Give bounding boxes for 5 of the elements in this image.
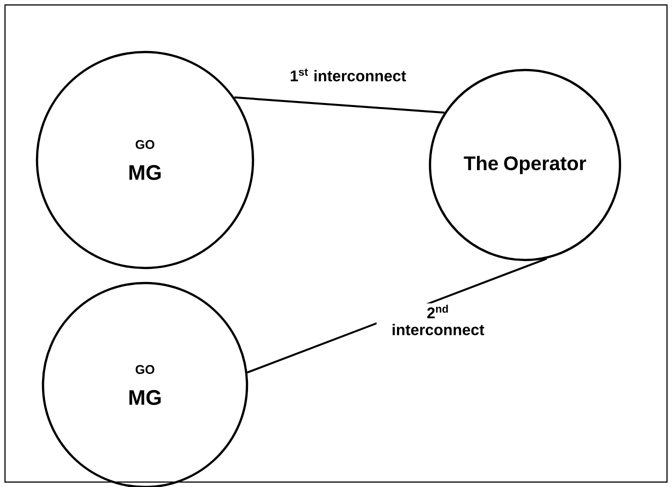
connector-line [234, 96, 444, 114]
circle-node: GO MG [36, 50, 254, 270]
edge-label: 2$^{nd}$ interconnect [392, 304, 484, 336]
circle-node: The Operator [428, 68, 622, 262]
edge-label: 1$^{st}$ interconnect [290, 68, 406, 82]
